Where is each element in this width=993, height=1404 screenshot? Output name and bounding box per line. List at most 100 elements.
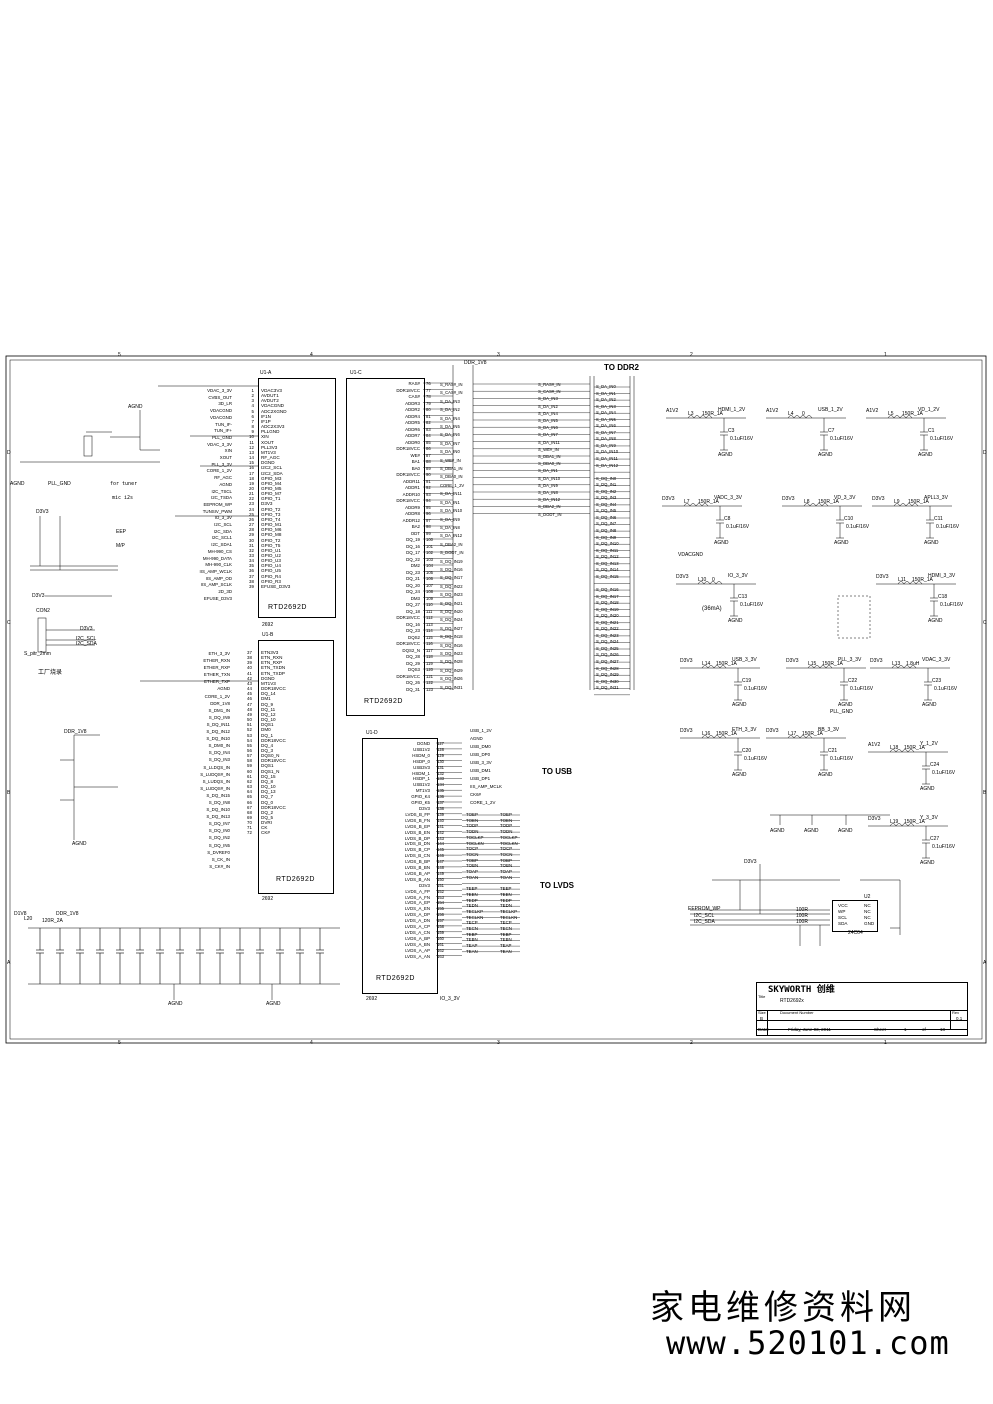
u1d-sub: 2692 bbox=[366, 996, 378, 1002]
power-out-net-2: VD_1_2V bbox=[918, 407, 940, 413]
power-net-4: D3V3 bbox=[782, 496, 795, 502]
agnd-r2: AGND bbox=[804, 828, 819, 834]
u1d-chip bbox=[362, 738, 438, 994]
of-label: of bbox=[922, 1027, 926, 1032]
date-label: Date: bbox=[758, 1027, 769, 1032]
power-gnd-12: AGND bbox=[818, 772, 833, 778]
pll-gnd-right: PLL_GND bbox=[830, 709, 853, 715]
rev-value: 0.1 bbox=[956, 1016, 963, 1021]
u1d-chip-name: RTD2692D bbox=[376, 975, 415, 982]
sheet-label: Sheet bbox=[874, 1027, 886, 1032]
lvds-nets-right: TOEP TOEN TODP TODN TOCLKP TOCLKN TOCP T… bbox=[500, 812, 518, 954]
power-net-14: D3V3 bbox=[868, 816, 881, 822]
u1d-pin-numbers: 127 128 129 130 131 132 133 134 135 136 … bbox=[437, 741, 444, 959]
power-cap-value-10: 0.1uF/16V bbox=[934, 686, 958, 692]
power-out-net-0: HDMI_1_2V bbox=[718, 407, 746, 413]
power-inductor-value-8: 150R_1A bbox=[716, 661, 737, 667]
size-value: B bbox=[760, 1016, 764, 1021]
u2-chip bbox=[832, 900, 878, 932]
power-out-net-12: BB_3_3V bbox=[818, 727, 840, 733]
power-inductor-7: L11 bbox=[898, 577, 906, 583]
power-gnd-7: AGND bbox=[928, 618, 943, 624]
power-net-12: D3V3 bbox=[766, 728, 779, 734]
i2c-sda-con: I2C_SDA bbox=[76, 641, 97, 647]
power-cap-value-8: 0.1uF/16V bbox=[744, 686, 768, 692]
power-out-net-3: VADC_3_3V bbox=[714, 495, 742, 501]
u1b-sub: 2692 bbox=[262, 896, 274, 902]
u1b-chip-name: RTD2692D bbox=[276, 876, 315, 883]
power-net-6: D3V3 bbox=[676, 574, 689, 580]
power-cap-3: C8 bbox=[724, 516, 731, 522]
ddr-1v8-bottom: DDR_1V8 bbox=[56, 911, 79, 917]
u1c-pin-numbers: 76 77 78 79 80 81 82 83 84 85 86 87 88 8… bbox=[426, 381, 433, 692]
eep-label: EEP bbox=[116, 529, 127, 535]
mic-i2s-label: mic i2s bbox=[112, 495, 134, 501]
frame-row-c-r: C bbox=[983, 620, 987, 626]
l20-label: L20 bbox=[24, 916, 33, 922]
to-lvds-label: TO LVDS bbox=[540, 881, 574, 890]
power-inductor-1: L4 bbox=[788, 411, 794, 417]
con2-part: S_pitr_2mm bbox=[24, 651, 51, 657]
d3v3-efuse: D3V3 bbox=[32, 593, 45, 599]
power-cap-value-4: 0.1uF/16V bbox=[846, 524, 870, 530]
power-cap-value-3: 0.1uF/16V bbox=[726, 524, 750, 530]
agnd-r3: AGND bbox=[838, 828, 853, 834]
frame-row-d: D bbox=[7, 450, 11, 456]
frame-col-5b: 5 bbox=[118, 1040, 121, 1046]
power-inductor-4: L8 bbox=[804, 499, 810, 505]
frame-col-4: 4 bbox=[310, 352, 313, 358]
power-net-1: A1V2 bbox=[766, 408, 779, 414]
power-inductor-5: L9 bbox=[894, 499, 900, 505]
u1b-pin-names: ETN3V3 ETN_RXN ETN_RXP ETN_TXDN ETN_TXDP… bbox=[261, 650, 286, 836]
power-cap-4: C10 bbox=[844, 516, 854, 522]
i2c-scl-u2: I2C_SCL bbox=[694, 913, 715, 919]
frame-row-b-r: B bbox=[983, 790, 987, 796]
to-usb-label: TO USB bbox=[542, 767, 573, 776]
u1c-chip bbox=[346, 378, 425, 716]
power-out-net-1: USB_1_2V bbox=[818, 407, 843, 413]
power-inductor-value-11: 150R_1A bbox=[716, 731, 737, 737]
power-gnd-13: AGND bbox=[920, 786, 935, 792]
con2-label: CON2 bbox=[36, 608, 50, 614]
frame-col-3b: 3 bbox=[497, 1040, 500, 1046]
power-out-net-8: USB_3_3V bbox=[732, 657, 757, 663]
lvds-nets: TOEP TOEN TODP TODN TOCLKP TOCLKN TOCP T… bbox=[466, 812, 484, 954]
u1d-pin-names: DGND USB1V2 HSDM_0 HSDP_0 USB3V3 HSDM_1 … bbox=[404, 741, 430, 959]
frame-col-1: 1 bbox=[884, 352, 887, 358]
power-inductor-value-4: 150R_1A bbox=[818, 499, 839, 505]
power-net-10: D3V3 bbox=[870, 658, 883, 664]
power-cap-2: C1 bbox=[928, 428, 935, 434]
u1b-pin-numbers: 37 38 39 40 41 42 43 44 45 46 47 48 49 5… bbox=[247, 650, 252, 836]
agnd-left1: AGND bbox=[10, 481, 25, 487]
power-inductor-0: L3 bbox=[688, 411, 694, 417]
d3v3-left: D3V3 bbox=[36, 509, 49, 515]
u1b-ref: U1-B bbox=[262, 632, 274, 638]
frame-row-a-r: A bbox=[983, 960, 987, 966]
to-ddr2-label: TO DDR2 bbox=[604, 363, 639, 372]
u1a-chip-name: RTD2692D bbox=[268, 604, 307, 611]
power-inductor-3: L7 bbox=[684, 499, 690, 505]
power-cap-value-12: 0.1uF/16V bbox=[830, 756, 854, 762]
power-out-net-6: IO_3_3V bbox=[728, 573, 748, 579]
u2-pins-left: VCC WP SCL SDA bbox=[838, 903, 848, 926]
io33-label-d: IO_3_3V bbox=[440, 996, 460, 1002]
i2c-scl-con: I2C_SCL bbox=[76, 636, 97, 642]
company-name: SKYWORTH 创维 bbox=[768, 985, 835, 995]
power-out-net-11: ETH_3_3V bbox=[732, 727, 757, 733]
power-net-5: D3V3 bbox=[872, 496, 885, 502]
u1c-ref: U1-C bbox=[350, 370, 362, 376]
power-net-3: D3V3 bbox=[662, 496, 675, 502]
power-gnd-10: AGND bbox=[922, 702, 937, 708]
power-cap-1: C7 bbox=[828, 428, 835, 434]
power-out-net-5: APLL3_3V bbox=[924, 495, 948, 501]
power-gnd-4: AGND bbox=[834, 540, 849, 546]
power-cap-value-9: 0.1uF/16V bbox=[850, 686, 874, 692]
eeprom-wp: EEPROM_WP bbox=[688, 906, 721, 912]
d3v3-u2: D3V3 bbox=[744, 859, 757, 865]
pll-gnd-left: PLL_GND bbox=[48, 481, 71, 487]
power-inductor-10: L13 bbox=[892, 661, 901, 667]
power-gnd-11: AGND bbox=[732, 772, 747, 778]
power-inductor-value-14: 150R_1A bbox=[904, 819, 925, 825]
title-block bbox=[756, 982, 968, 1036]
power-inductor-2: L5 bbox=[888, 411, 894, 417]
